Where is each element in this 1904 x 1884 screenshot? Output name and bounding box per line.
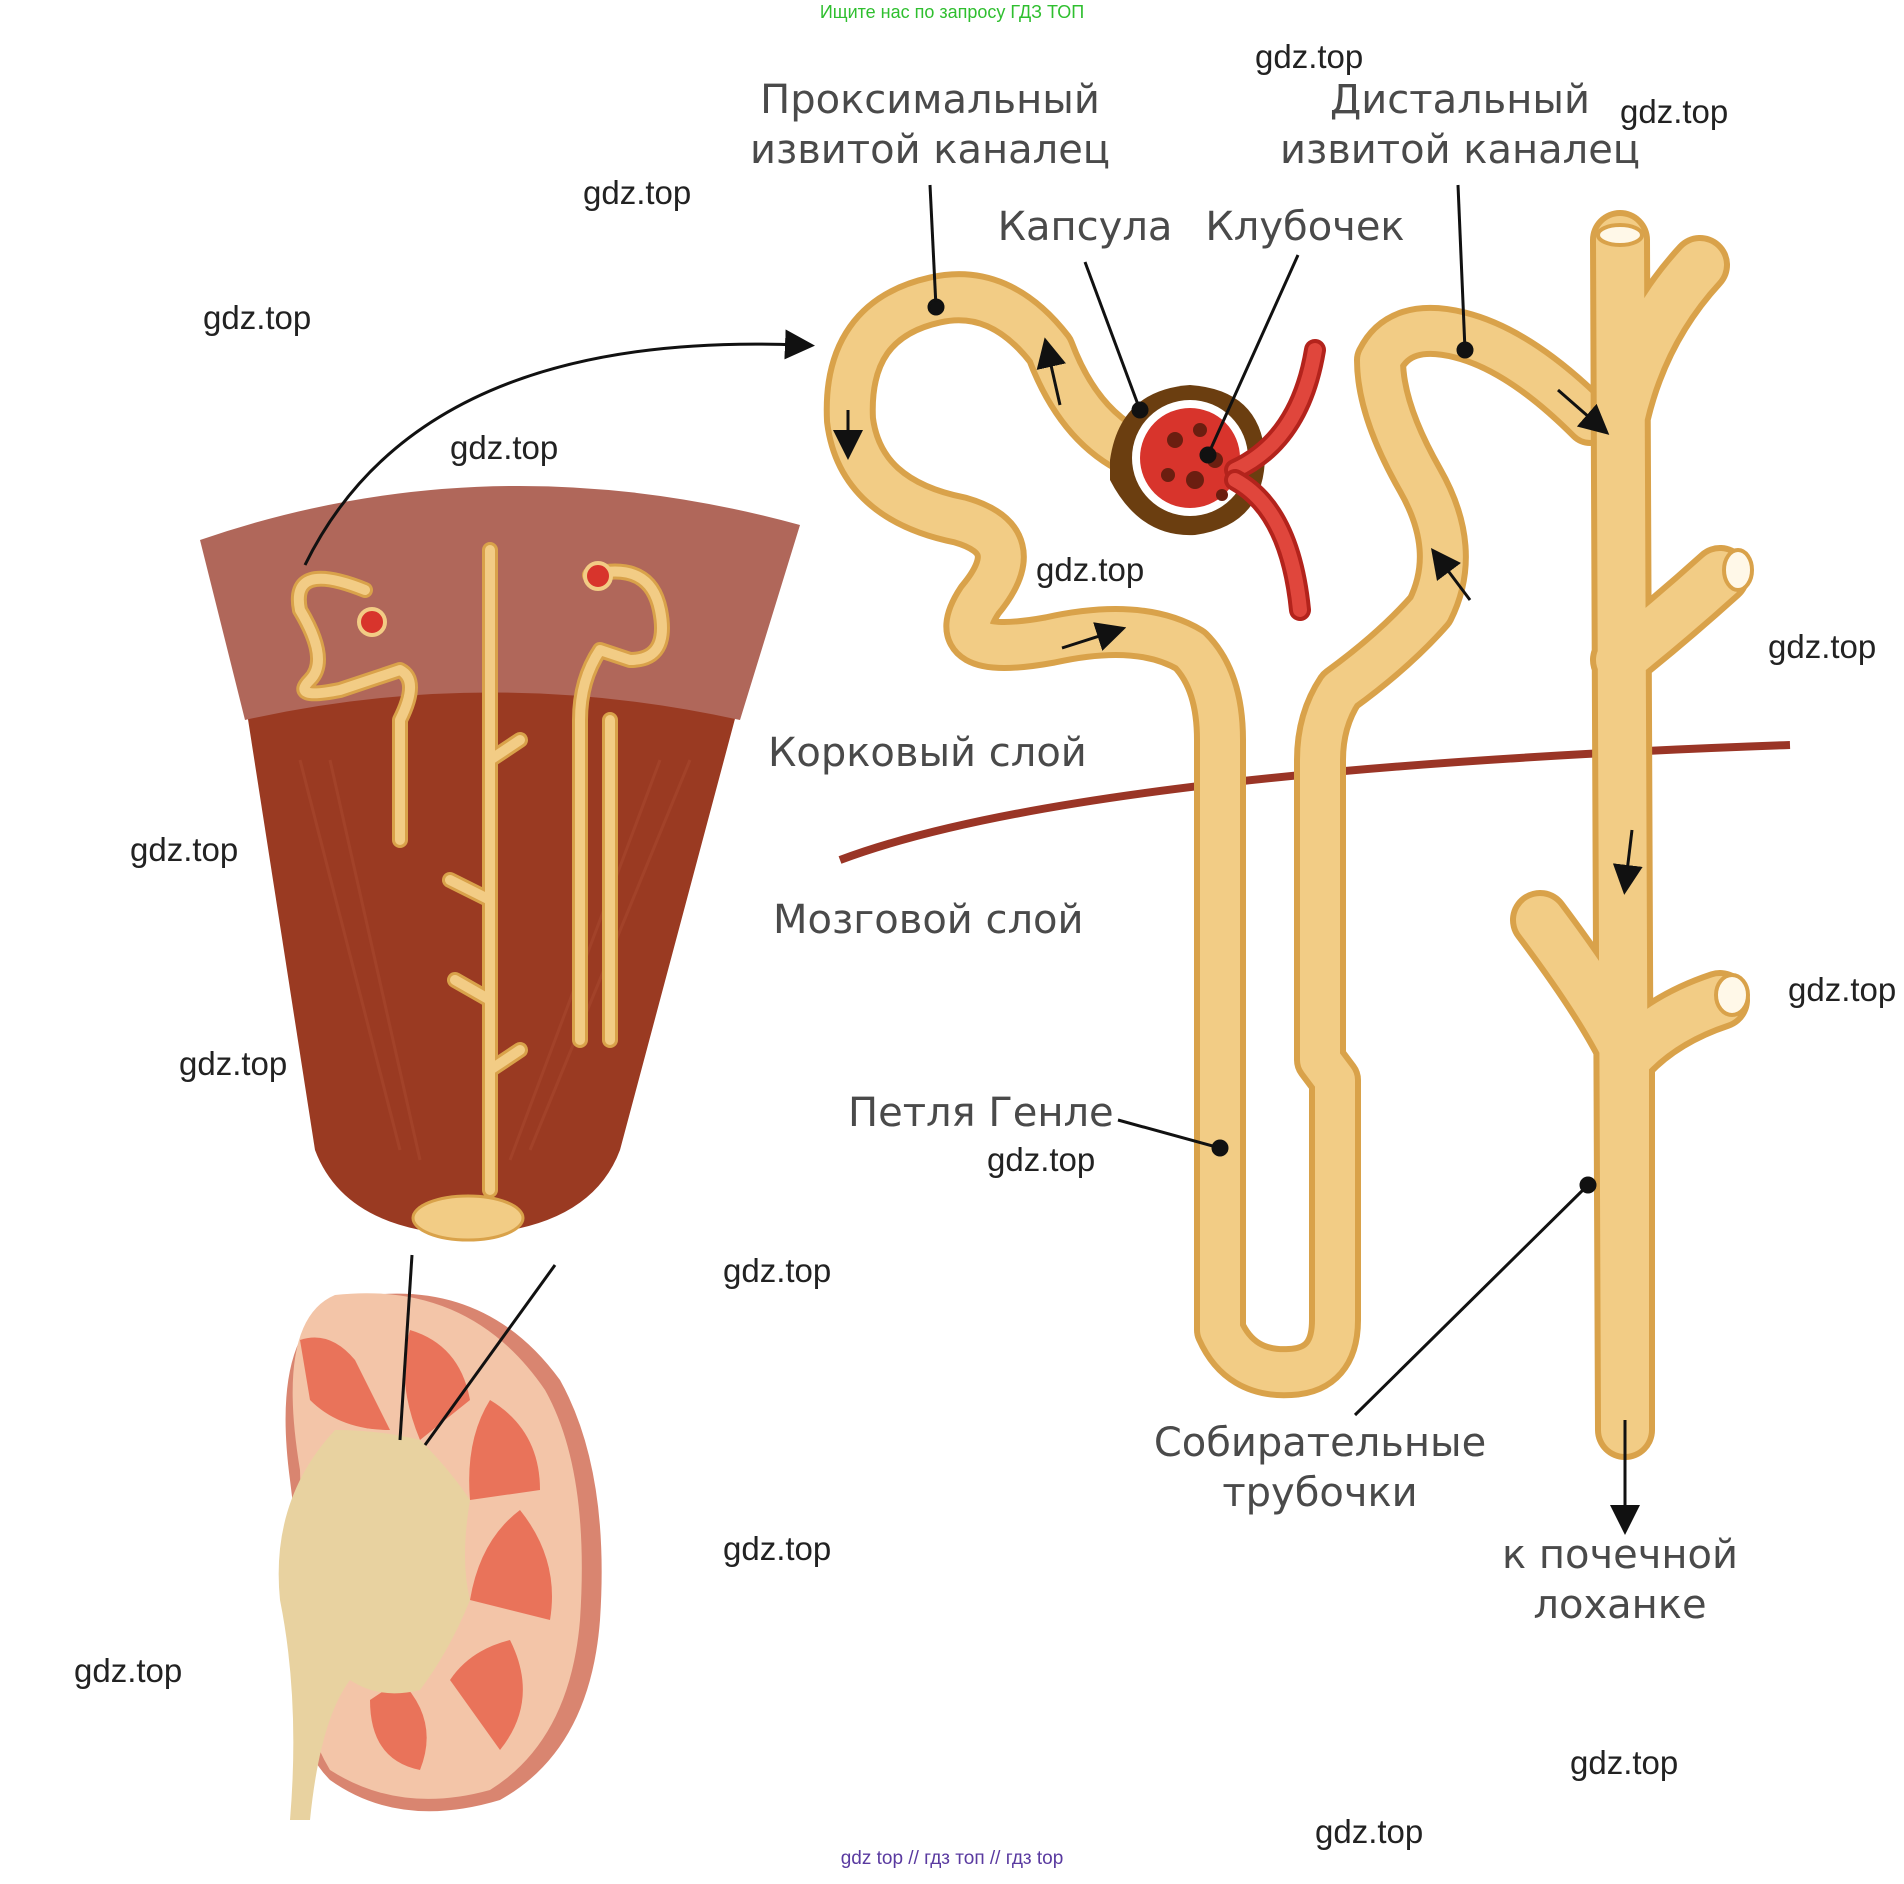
watermark: gdz.top	[1255, 38, 1364, 75]
label-proximal-tubule: Проксимальный извитой каналец	[749, 77, 1111, 173]
watermark: gdz.top	[450, 429, 559, 466]
label-capsule: Капсула	[997, 204, 1173, 250]
watermark: gdz.top	[1768, 628, 1877, 665]
zoom-arrow	[303, 329, 815, 566]
bowman-capsule	[1110, 385, 1265, 536]
watermark: gdz.top	[723, 1252, 832, 1289]
watermark: gdz.top	[1315, 1813, 1424, 1850]
watermark: gdz.top	[74, 1652, 183, 1689]
watermark: gdz.top	[1570, 1744, 1679, 1781]
label-medulla: Мозговой слой	[773, 897, 1084, 943]
watermark: gdz.top	[1620, 93, 1729, 130]
watermark: gdz.top	[1036, 551, 1145, 588]
label-glomerulus: Клубочек	[1205, 204, 1405, 250]
label-cortex: Корковый слой	[768, 730, 1087, 776]
kidney-pyramids	[300, 1330, 552, 1770]
watermark: gdz.top	[723, 1530, 832, 1567]
top-banner: Ищите нас по запросу ГДЗ ТОП	[819, 2, 1085, 22]
papilla	[411, 1194, 525, 1242]
watermark: gdz.top	[179, 1045, 288, 1082]
leader-lines	[927, 184, 1597, 1417]
label-distal-tubule: Дистальный извитой каналец	[1279, 77, 1641, 173]
label-collecting-ducts: Собирательные трубочки	[1153, 1420, 1487, 1516]
collecting-duct	[1510, 210, 1754, 1460]
watermark: gdz.top	[203, 299, 312, 336]
kidney-section	[278, 1254, 602, 1820]
watermark: gdz.top	[583, 174, 692, 211]
blood-vessels	[1224, 339, 1326, 621]
label-to-renal-pelvis: к почечной лоханке	[1502, 1532, 1738, 1628]
flow-arrows	[833, 337, 1643, 1535]
label-loop-of-henle: Петля Генле	[848, 1090, 1114, 1136]
nephron-tubule	[823, 271, 1616, 1399]
watermark: gdz.top	[1788, 971, 1897, 1008]
pyramid-cortex	[200, 485, 800, 720]
watermark: gdz.top	[987, 1141, 1096, 1178]
renal-pyramid	[200, 485, 800, 1242]
footer-text: gdz top // гдз топ // гдз top	[840, 1848, 1064, 1869]
renal-pelvis	[278, 1430, 470, 1820]
watermark: gdz.top	[130, 831, 239, 868]
